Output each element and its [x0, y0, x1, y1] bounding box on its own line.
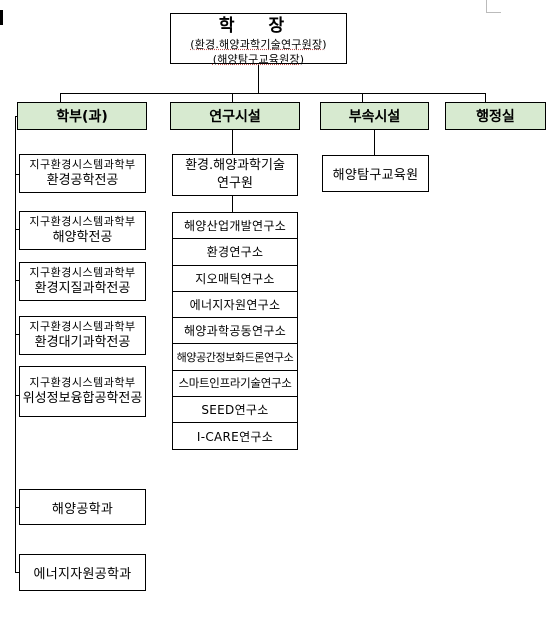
institute-item: 해양공간정보화드론연구소	[173, 344, 297, 371]
academic-unit: 지구환경시스템과학부 환경지질과학전공	[19, 262, 146, 301]
academic-branch-7	[15, 572, 19, 573]
academic-branch-3	[15, 280, 19, 281]
academic-unit-name: 환경공학전공	[46, 173, 119, 188]
research-center-box: 환경.해양과학기술 연구원	[172, 154, 298, 196]
president-box: 학 장 (환경.해양과학기술연구원장) (해양탐구교육원장)	[170, 13, 347, 66]
academic-unit-parent: 지구환경시스템과학부	[29, 215, 136, 228]
connector-affiliated-unit	[374, 130, 375, 155]
connector-affiliated	[362, 93, 363, 102]
research-center-line-1: 환경.해양과학기술	[185, 158, 285, 173]
page-corner-mark	[486, 0, 501, 13]
department-box: 에너지자원공학과	[19, 554, 146, 591]
page-edge-mark	[0, 10, 3, 25]
academic-unit: 지구환경시스템과학부 위성정보융합공학전공	[19, 366, 146, 417]
academic-branch-5	[15, 395, 19, 396]
connector-research	[232, 93, 233, 102]
president-title: 학 장	[218, 16, 299, 36]
academic-unit-parent: 지구환경시스템과학부	[29, 320, 136, 333]
institute-item: 해양산업개발연구소	[173, 213, 297, 240]
academic-unit: 지구환경시스템과학부 해양학전공	[19, 211, 146, 250]
division-admin: 행정실	[445, 102, 546, 130]
connector-divisions-bar	[60, 93, 485, 94]
academic-unit-name: 환경대기과학전공	[34, 335, 131, 350]
academic-unit-parent: 지구환경시스템과학부	[29, 266, 136, 279]
connector-institutes	[232, 196, 233, 212]
institute-item: 해양과학공동연구소	[173, 318, 297, 345]
academic-branch-4	[15, 334, 19, 335]
division-research: 연구시설	[170, 102, 300, 130]
academic-unit-parent: 지구환경시스템과학부	[29, 376, 136, 389]
academic-branch-top	[15, 116, 18, 117]
academic-branch-2	[15, 229, 19, 230]
institute-item: 스마트인프라기술연구소	[173, 371, 297, 398]
department-box: 해양공학과	[19, 489, 146, 525]
institute-item: 지오매틱연구소	[173, 266, 297, 292]
academic-trunk	[15, 116, 16, 572]
research-center-line-2: 연구원	[217, 176, 253, 191]
president-subtitle-1: (환경.해양과학기술연구원장)	[190, 38, 327, 51]
institute-item: SEED연구소	[173, 397, 297, 424]
institute-item: 에너지자원연구소	[173, 292, 297, 319]
academic-unit-name: 환경지질과학전공	[34, 281, 131, 296]
academic-branch-6	[15, 507, 19, 508]
division-affiliated: 부속시설	[320, 102, 429, 130]
academic-unit-name: 해양학전공	[52, 230, 113, 245]
academic-unit-parent: 지구환경시스템과학부	[29, 158, 136, 171]
academic-unit: 지구환경시스템과학부 환경대기과학전공	[19, 316, 146, 355]
president-subtitle-2: (해양탐구교육원장)	[212, 53, 305, 66]
institute-item: 환경연구소	[173, 239, 297, 266]
connector-president	[258, 64, 259, 93]
connector-academic	[60, 93, 61, 102]
academic-unit: 지구환경시스템과학부 환경공학전공	[19, 154, 146, 193]
connector-admin	[485, 93, 486, 102]
division-academic: 학부(과)	[17, 102, 147, 130]
academic-branch-1	[15, 174, 19, 175]
institute-item: I-CARE연구소	[196, 430, 274, 445]
academic-unit-name: 위성정보융합공학전공	[22, 391, 143, 406]
connector-research-center	[232, 130, 233, 154]
affiliated-unit-box: 해양탐구교육원	[322, 155, 429, 192]
